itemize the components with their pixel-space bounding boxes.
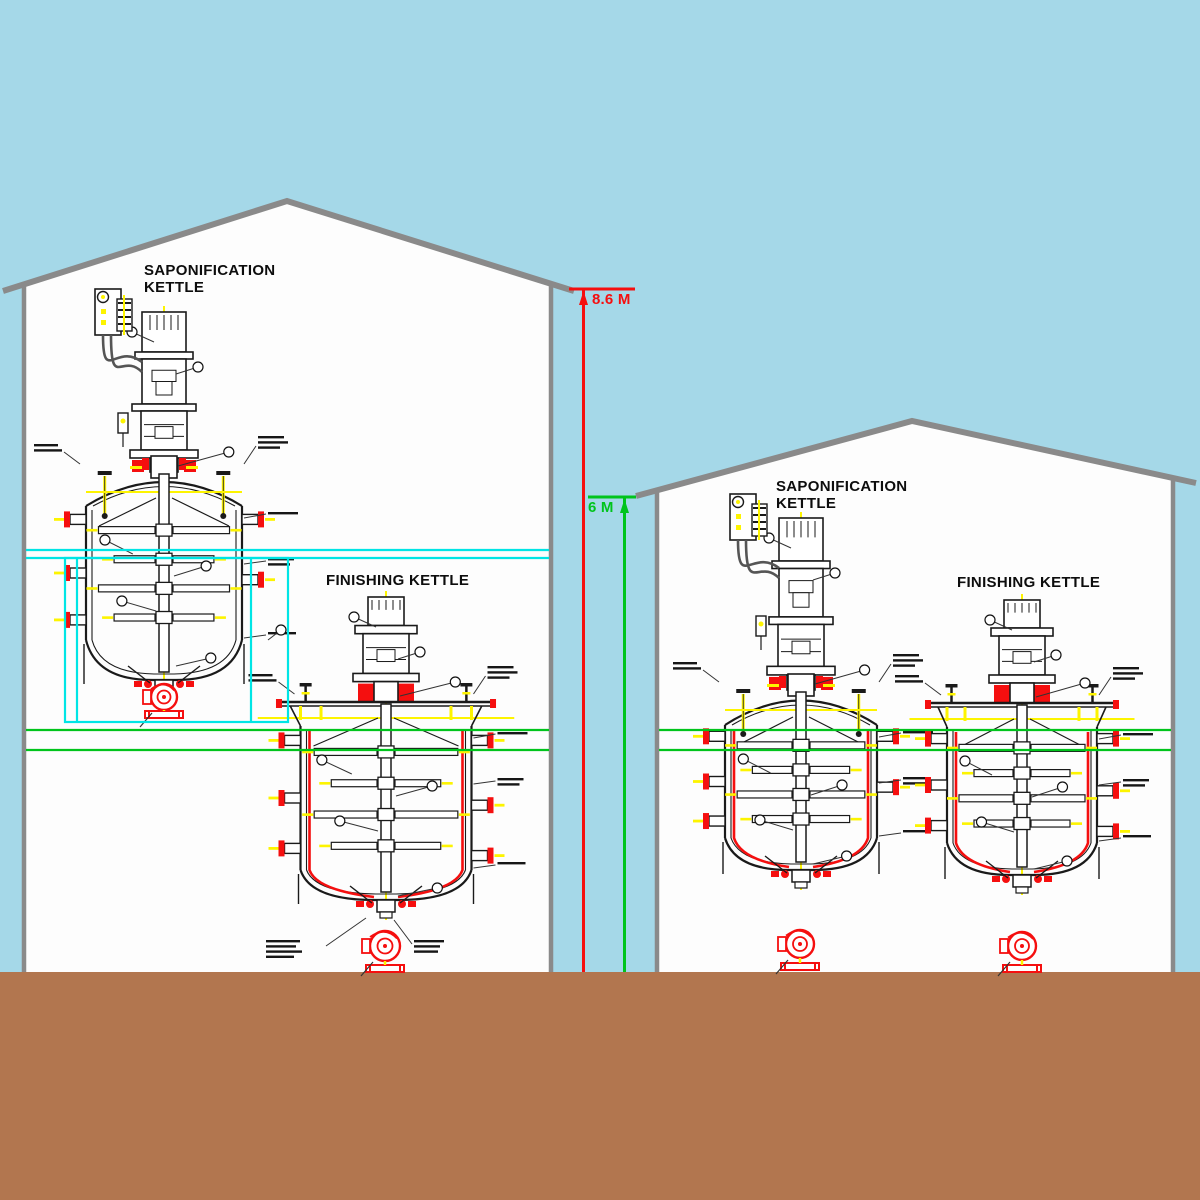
right-saponification-kettle-drawing — [673, 493, 933, 975]
green-level-lines — [26, 728, 1171, 752]
annotation-text-bars — [895, 667, 1153, 842]
cyan-platform-structure — [26, 548, 549, 724]
title-line: SAPONIFICATION — [144, 262, 276, 279]
height-dimension-label-6m: 6 M — [588, 499, 614, 516]
title-line: KETTLE — [144, 278, 205, 296]
pump-drawing — [360, 929, 405, 977]
title-line: SAPONIFICATION — [776, 478, 908, 495]
right-saponification-kettle-title: SAPONIFICATION KETTLE — [776, 478, 908, 512]
pump-drawing — [997, 930, 1042, 977]
ground — [0, 972, 1200, 1200]
left-saponification-kettle-drawing — [34, 288, 298, 728]
annotation-text-bars — [673, 654, 933, 837]
left-finishing-kettle-drawing — [248, 591, 528, 977]
right-building — [635, 417, 1197, 972]
height-dimension-label-8-6m: 8.6 M — [592, 291, 631, 308]
pump-drawing — [775, 928, 820, 975]
right-finishing-kettle-title: FINISHING KETTLE — [957, 574, 1101, 592]
title-line: KETTLE — [776, 494, 837, 512]
right-finishing-kettle-drawing — [895, 594, 1153, 977]
left-saponification-kettle-title: SAPONIFICATION KETTLE — [144, 262, 276, 296]
height-dimension-6m — [588, 495, 636, 972]
title-line: FINISHING KETTLE — [326, 572, 470, 589]
pump-drawing — [139, 682, 184, 728]
height-dimension-8-6m — [569, 287, 635, 972]
annotation-text-bars — [248, 666, 528, 958]
title-line: FINISHING KETTLE — [957, 574, 1101, 591]
left-finishing-kettle-title: FINISHING KETTLE — [326, 572, 470, 590]
